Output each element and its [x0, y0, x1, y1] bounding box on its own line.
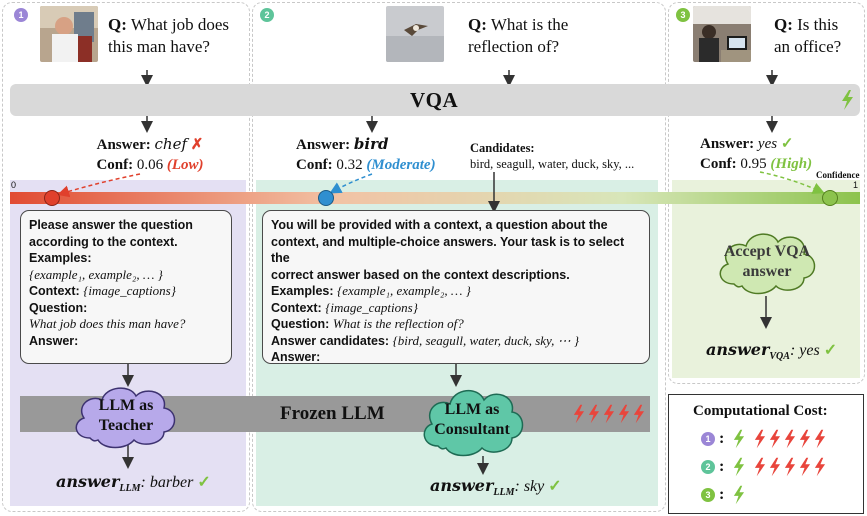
cost-badge-1: 1	[701, 432, 715, 446]
red-bolt-icon	[588, 404, 600, 424]
panel-2-badge: 2	[260, 8, 274, 22]
green-bolt-icon	[734, 485, 745, 505]
panel-2-outline	[252, 2, 666, 512]
panel-3-badge: 3	[676, 8, 690, 22]
red-bolt-icon	[815, 429, 826, 449]
vqa-green-bolt-icon	[842, 90, 853, 110]
red-bolt-icon	[770, 457, 781, 477]
red-bolt-icon	[785, 429, 796, 449]
confidence-marker-low	[44, 190, 60, 206]
panel-1-badge: 1	[14, 8, 28, 22]
teacher-cloud	[75, 387, 176, 449]
consultant-output: answerLLM: sky ✓	[430, 476, 562, 499]
green-bolt-icon	[734, 429, 745, 449]
bird-photo	[386, 6, 444, 62]
consultant-prompt-box: You will be provided with a context, a q…	[262, 210, 650, 364]
red-bolt-icon	[815, 457, 826, 477]
office-photo	[693, 6, 751, 62]
red-bolt-icon	[755, 429, 766, 449]
answer-2: Answer: bird Conf: 0.32 (Moderate)	[296, 135, 436, 173]
chef-photo	[40, 6, 98, 62]
cost-row-3: 3 :	[701, 485, 745, 505]
cost-badge-3: 3	[701, 488, 715, 502]
answer-1: Answer: chef ✗ Conf: 0.06 (Low)	[96, 135, 204, 173]
vqa-output: answerVQA: yes ✓	[706, 340, 838, 363]
cost-row-1: 1 :	[701, 429, 826, 449]
panel-1-outline	[2, 2, 250, 512]
candidates: Candidates: bird, seagull, water, duck, …	[470, 141, 635, 171]
confidence-max-label: 1	[853, 180, 859, 190]
confidence-marker-high	[822, 190, 838, 206]
red-bolt-icon	[800, 457, 811, 477]
red-bolt-icon	[770, 429, 781, 449]
confidence-axis-label: Confidence	[816, 170, 860, 180]
consultant-cloud	[423, 390, 524, 457]
vqa-model-bar	[10, 84, 860, 116]
green-bolt-icon	[734, 457, 745, 477]
vqa-label: VQA	[410, 88, 459, 112]
accept-vqa-label: Accept VQA answer	[723, 243, 811, 280]
confidence-min-label: 0	[11, 180, 17, 190]
question-1: Q: What job does this man have?	[108, 15, 230, 56]
red-bolt-icon	[603, 404, 615, 424]
cost-row-2: 2 :	[701, 457, 826, 477]
red-bolt-icon	[633, 404, 645, 424]
teacher-prompt-box: Please answer the question according to …	[20, 210, 232, 364]
confidence-marker-moderate	[318, 190, 334, 206]
red-bolt-icon	[800, 429, 811, 449]
red-bolt-icon	[573, 404, 585, 424]
red-bolt-icon	[618, 404, 630, 424]
question-3: Q: Is this an office?	[774, 15, 842, 56]
accept-vqa-cloud	[719, 233, 816, 295]
consultant-cloud-label: LLM as Consultant	[434, 401, 510, 438]
answer-3: Answer: yes ✓ Conf: 0.95 (High)	[700, 136, 813, 172]
frozen-llm-cost-bolts	[572, 404, 648, 424]
teacher-cloud-label: LLM as Teacher	[98, 397, 154, 434]
teacher-output: answerLLM: barber ✓	[56, 472, 211, 495]
cost-title: Computational Cost:	[693, 403, 828, 419]
question-2: Q: What is the reflection of?	[468, 15, 569, 56]
computational-cost-box: Computational Cost: 1 : 2 : 3 :	[668, 394, 864, 514]
red-bolt-icon	[785, 457, 796, 477]
cost-badge-2: 2	[701, 460, 715, 474]
frozen-llm-label: Frozen LLM	[280, 403, 385, 424]
red-bolt-icon	[755, 457, 766, 477]
